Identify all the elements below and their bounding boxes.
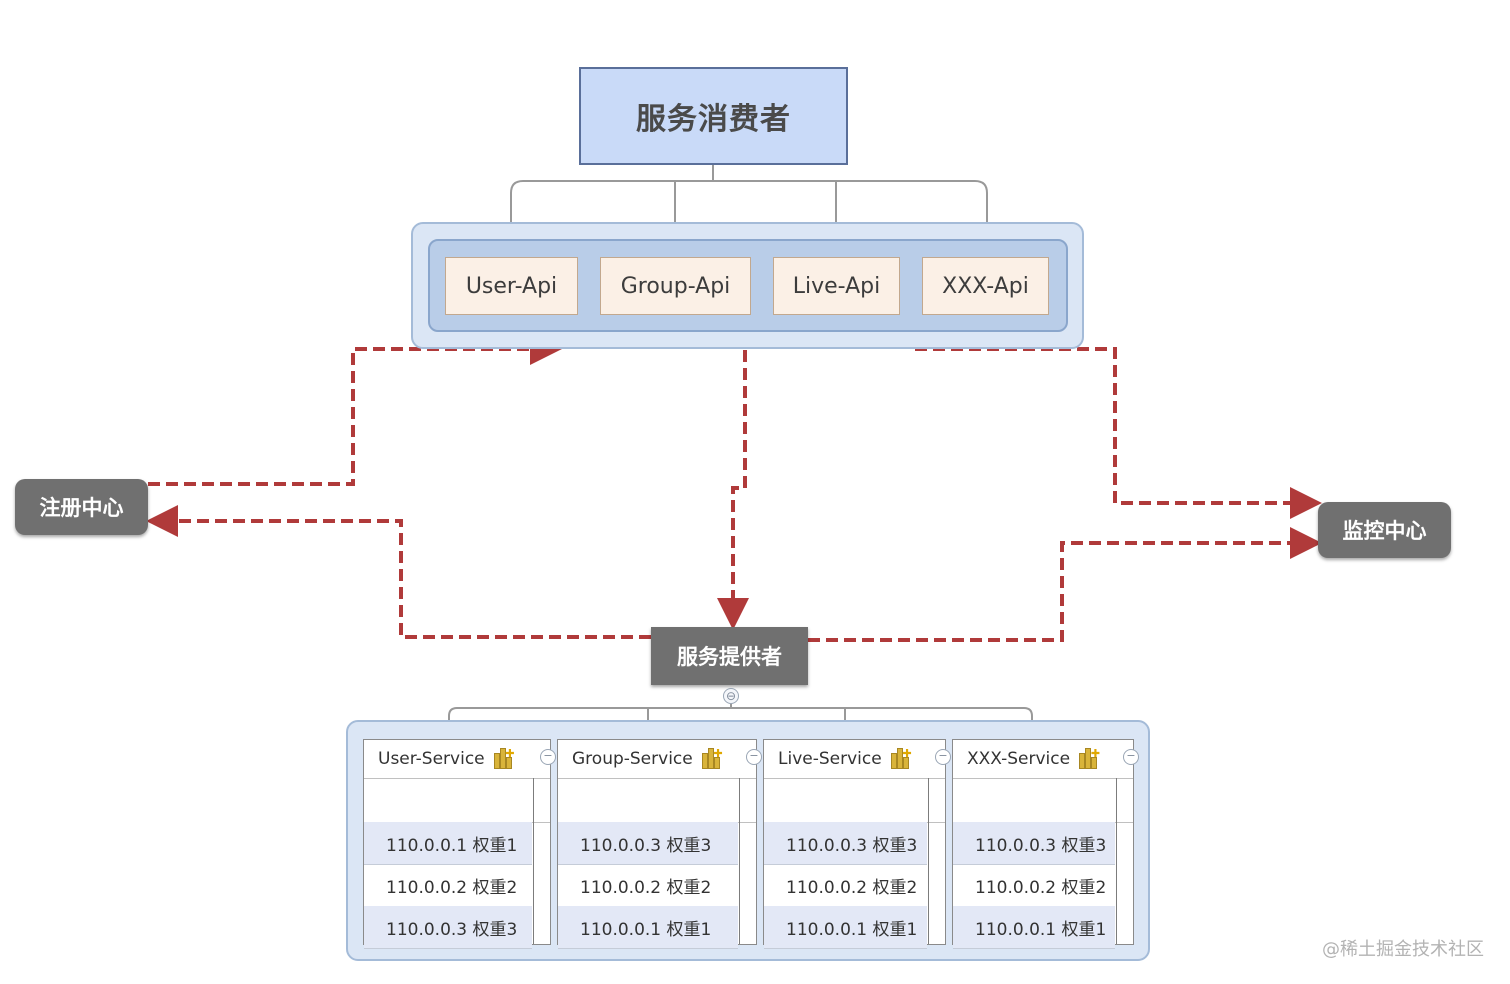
consumer-to-monitor-arrow <box>915 347 1322 519</box>
consumer-to-provider-arrow <box>717 350 749 630</box>
registry-center-node: 注册中心 <box>15 479 148 535</box>
service-card-user: User-Service ✚ − 110.0.0.1 权重1 110.0.0.2… <box>363 739 556 949</box>
instance-row: 110.0.0.3 权重3 <box>558 822 738 865</box>
provider-collapse-icon[interactable]: ⊖ <box>723 688 739 704</box>
api-group: Group-Api <box>600 257 751 315</box>
collapse-icon[interactable]: − <box>746 749 762 765</box>
collapse-icon[interactable]: − <box>540 749 556 765</box>
instance-row: 110.0.0.2 权重2 <box>558 864 738 907</box>
chart-edit-icon: ✚ <box>890 748 912 770</box>
collapse-icon[interactable]: − <box>1123 749 1139 765</box>
service-card-header: User-Service ✚ − <box>364 740 556 779</box>
chart-edit-icon: ✚ <box>493 748 515 770</box>
api-live: Live-Api <box>773 257 900 315</box>
instance-row: 110.0.0.3 权重3 <box>953 822 1115 865</box>
service-name: Live-Service <box>778 749 882 769</box>
instance-row: 110.0.0.1 权重1 <box>953 906 1115 949</box>
service-empty-row <box>764 778 945 823</box>
instance-row: 110.0.0.1 权重1 <box>558 906 738 949</box>
instance-row: 110.0.0.2 权重2 <box>764 864 927 907</box>
service-empty-row <box>558 778 756 823</box>
service-card-group: Group-Service ✚ − 110.0.0.3 权重3 110.0.0.… <box>557 739 762 949</box>
service-card-live: Live-Service ✚ − 110.0.0.3 权重3 110.0.0.2… <box>763 739 951 949</box>
scrollbar[interactable] <box>1116 778 1127 944</box>
instance-row: 110.0.0.2 权重2 <box>364 864 532 907</box>
monitor-center-node: 监控中心 <box>1318 502 1451 558</box>
chart-edit-icon: ✚ <box>701 748 723 770</box>
service-provider-node: 服务提供者 <box>651 627 808 685</box>
scrollbar[interactable] <box>928 778 939 944</box>
scrollbar[interactable] <box>533 778 544 944</box>
registry-to-consumer-arrow <box>148 333 562 486</box>
service-empty-row <box>364 778 550 823</box>
provider-to-monitor-arrow <box>808 527 1322 642</box>
instance-row: 110.0.0.3 权重3 <box>764 822 927 865</box>
scrollbar[interactable] <box>739 778 750 944</box>
instance-row: 110.0.0.3 权重3 <box>364 906 532 949</box>
service-empty-row <box>953 778 1133 823</box>
api-xxx: XXX-Api <box>922 257 1049 315</box>
service-card-xxx: XXX-Service ✚ − 110.0.0.3 权重3 110.0.0.2 … <box>952 739 1139 949</box>
chart-edit-icon: ✚ <box>1078 748 1100 770</box>
instance-row: 110.0.0.1 权重1 <box>364 822 532 865</box>
service-card-header: Group-Service ✚ − <box>558 740 762 779</box>
watermark: @稀土掘金技术社区 <box>1322 939 1484 960</box>
instance-row: 110.0.0.1 权重1 <box>764 906 927 949</box>
service-name: Group-Service <box>572 749 693 769</box>
service-name: User-Service <box>378 749 485 769</box>
service-card-header: XXX-Service ✚ − <box>953 740 1139 779</box>
collapse-icon[interactable]: − <box>935 749 951 765</box>
api-user: User-Api <box>445 257 578 315</box>
provider-to-registry-arrow <box>146 505 651 639</box>
service-name: XXX-Service <box>967 749 1071 769</box>
service-card-header: Live-Service ✚ − <box>764 740 951 779</box>
instance-row: 110.0.0.2 权重2 <box>953 864 1115 907</box>
service-consumer-node: 服务消费者 <box>579 67 848 165</box>
